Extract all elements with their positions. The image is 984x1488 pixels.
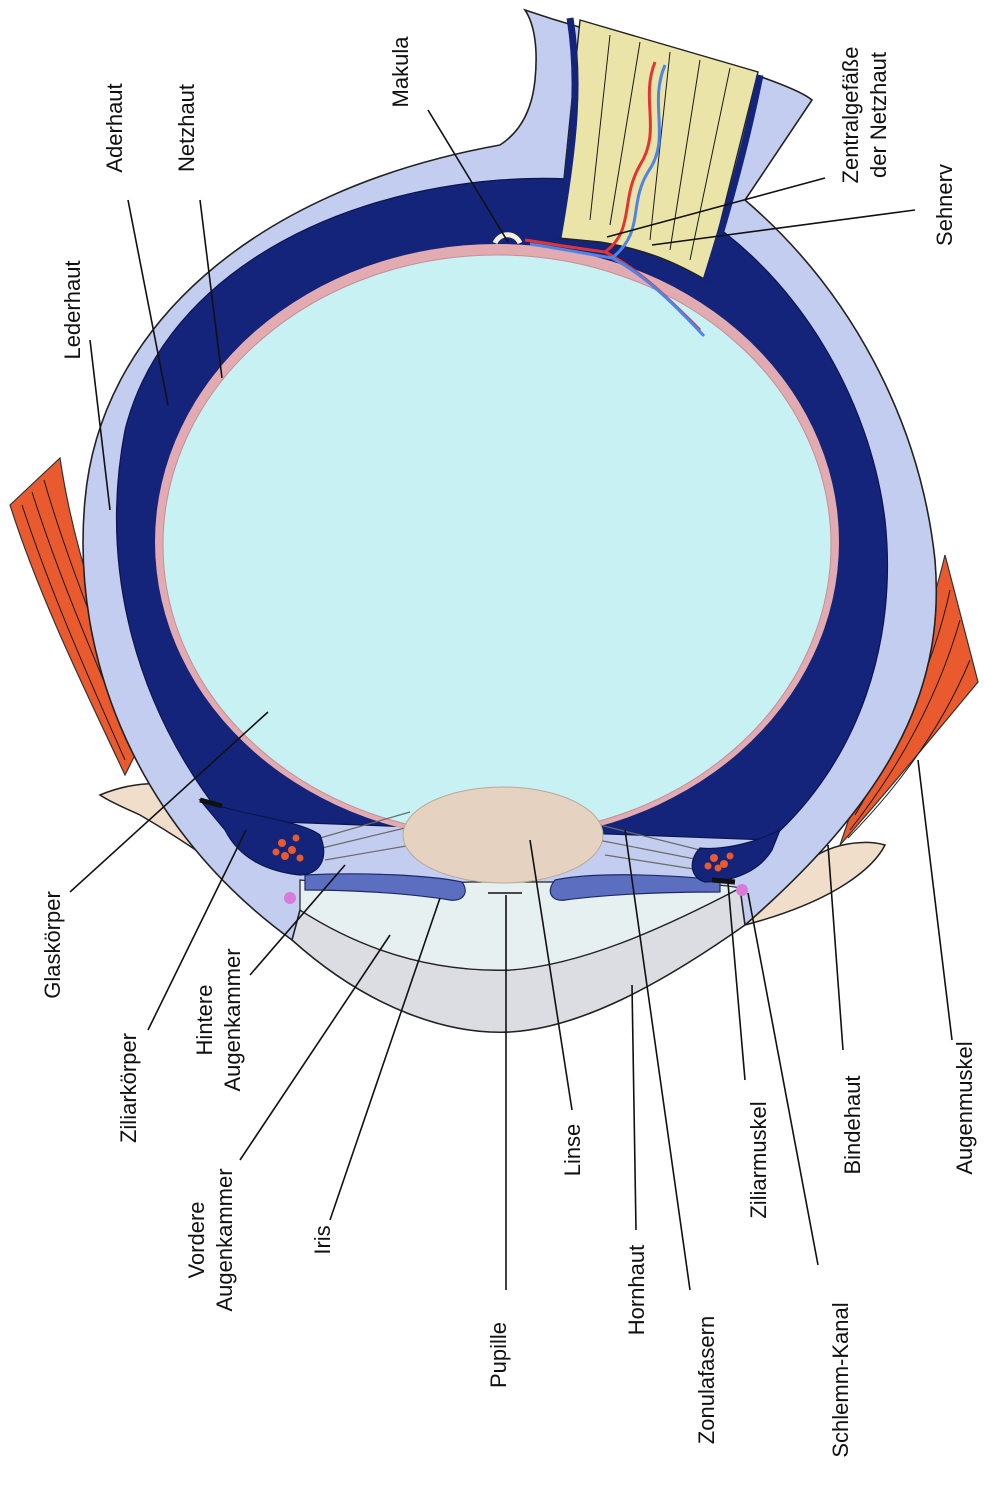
label-zentralgefaesse-line1: Zentralgefäße (838, 47, 863, 184)
label-aderhaut: Aderhaut (102, 83, 127, 172)
label-hintere-line1: Hintere (192, 985, 217, 1056)
label-pupille: Pupille (486, 1322, 511, 1388)
label-makula: Makula (388, 36, 413, 108)
label-vordere-line1: Vordere (184, 1201, 209, 1278)
label-ziliarkoerper: Ziliarkörper (116, 1033, 141, 1143)
ciliary-muscle-right (712, 880, 735, 882)
label-ziliarmuskel: Ziliarmuskel (746, 1101, 771, 1218)
label-lederhaut: Lederhaut (60, 260, 85, 359)
schlemm-canal-left (284, 892, 296, 904)
vitreous-body (163, 255, 831, 835)
label-bindehaut: Bindehaut (840, 1075, 865, 1174)
label-sehnerv: Sehnerv (932, 164, 957, 246)
label-vordere-line2: Augenkammer (212, 1168, 237, 1311)
label-augenmuskel: Augenmuskel (952, 1041, 977, 1174)
label-linse: Linse (560, 1124, 585, 1177)
label-hintere-line2: Augenkammer (220, 948, 245, 1091)
label-netzhaut: Netzhaut (174, 84, 199, 172)
label-glaskoerper: Glaskörper (40, 891, 65, 999)
label-schlemm-kanal: Schlemm-Kanal (828, 1302, 853, 1457)
schlemm-canal-right (736, 884, 748, 896)
label-zonulafasern: Zonulafasern (694, 1316, 719, 1444)
label-zentralgefaesse-line2: der Netzhaut (866, 52, 891, 178)
label-hornhaut: Hornhaut (624, 1245, 649, 1336)
label-iris: Iris (310, 1225, 335, 1254)
lens (403, 787, 603, 883)
